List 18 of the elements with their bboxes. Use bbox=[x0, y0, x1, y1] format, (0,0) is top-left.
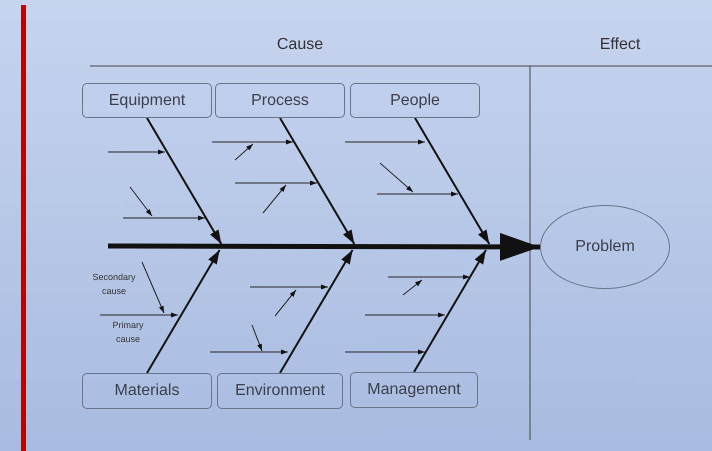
cause-label: Primary cause bbox=[112, 319, 144, 346]
cause-label: Secondary cause bbox=[91, 271, 137, 298]
heading-label: Effect bbox=[598, 35, 642, 55]
category-box: Process bbox=[215, 83, 345, 118]
heading-label: Cause bbox=[276, 35, 324, 55]
branch-arrow bbox=[146, 250, 220, 374]
category-box: Equipment bbox=[82, 83, 212, 118]
branch-arrow bbox=[146, 118, 222, 244]
branch-arrow bbox=[279, 250, 354, 374]
category-box: Materials bbox=[82, 373, 212, 409]
branch-arrow bbox=[279, 118, 356, 244]
category-box: Environment bbox=[217, 373, 343, 409]
category-box: People bbox=[350, 83, 480, 118]
branch-arrow bbox=[414, 118, 490, 244]
category-box: Management bbox=[350, 372, 478, 408]
spine-arrow bbox=[108, 232, 540, 261]
effect-ellipse: Problem bbox=[540, 205, 670, 289]
branch-arrow bbox=[413, 250, 487, 372]
